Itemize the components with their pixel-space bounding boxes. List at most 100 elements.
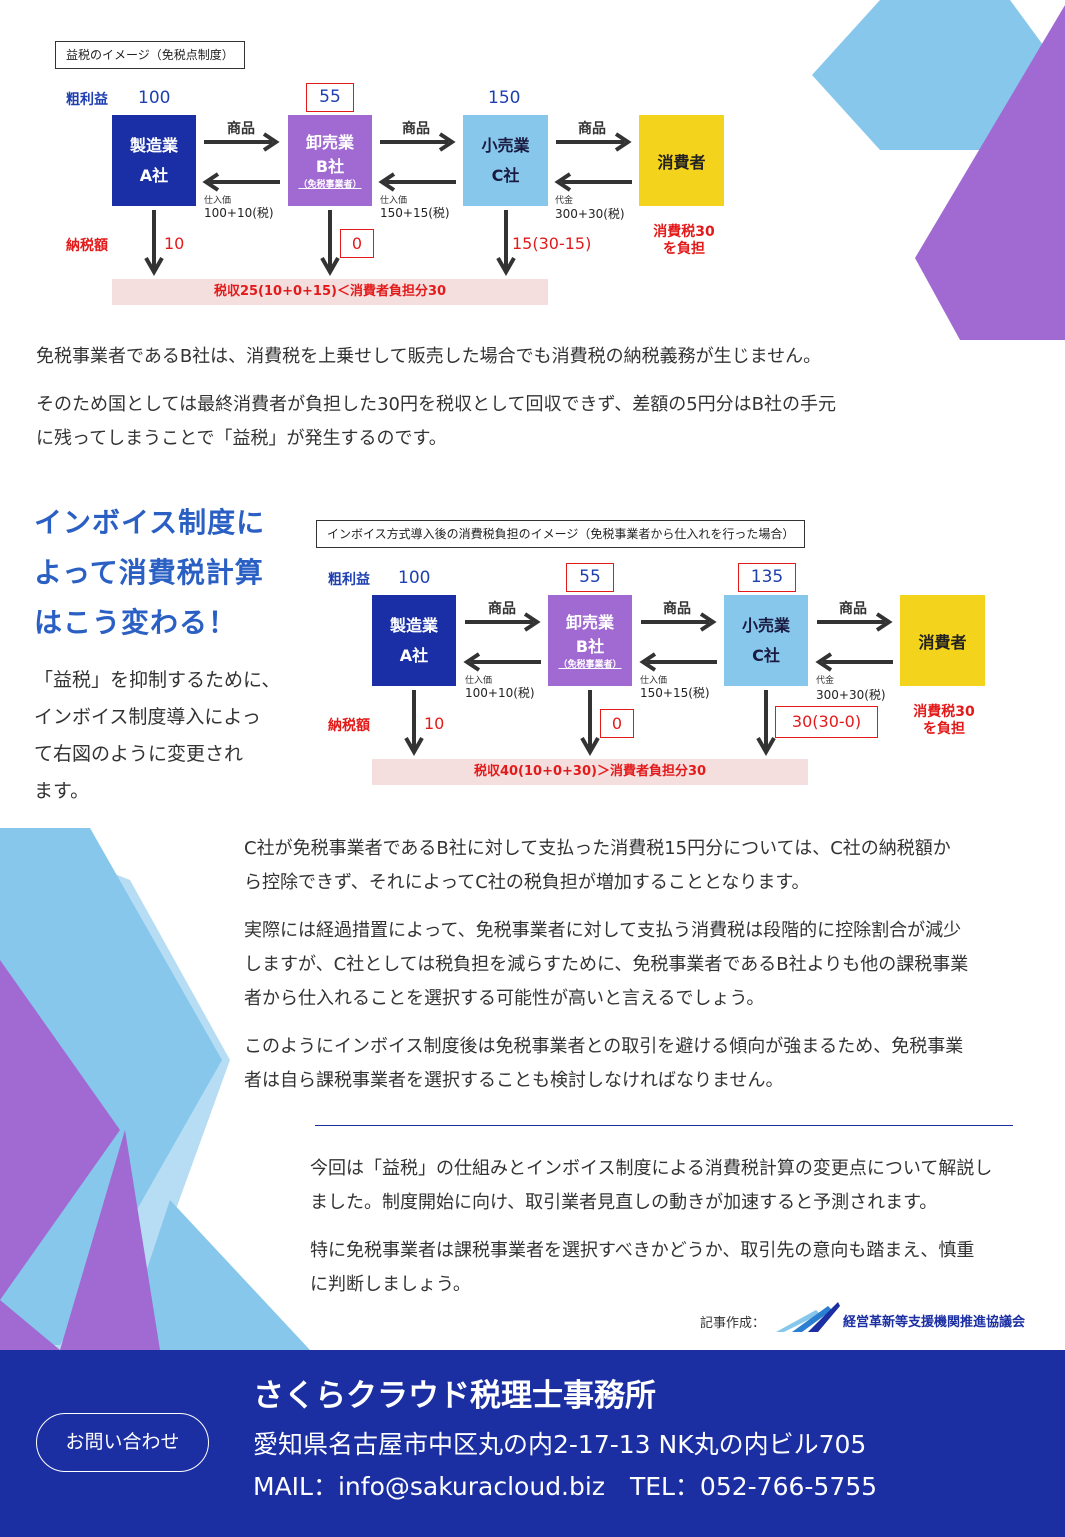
consumer-tax-line2: を負担 xyxy=(923,721,965,737)
office-contact: MAIL：info@sakuracloud.biz TEL：052-766-57… xyxy=(253,1472,878,1501)
box-line1: 消費者 xyxy=(657,152,706,172)
purchase-small: 仕入価 xyxy=(204,196,232,206)
consumer-tax: 消費税30 を負担 xyxy=(906,704,982,738)
tax-value-c: 15(30-15) xyxy=(512,234,592,253)
side-text: 「益税」を抑制するために、 インボイス制度導入によっ て右図のように変更され ま… xyxy=(34,662,304,810)
consumer-tax-line1: 消費税30 xyxy=(653,224,715,240)
box-line1: 製造業 xyxy=(389,615,438,635)
box-line2: A社 xyxy=(139,165,169,185)
goods-label: 商品 xyxy=(227,121,255,137)
consumer-tax-line1: 消費税30 xyxy=(913,704,975,720)
tax-value-b: 0 xyxy=(340,229,374,258)
text-line: 今回は「益税」の仕組みとインボイス制度による消費税計算の変更点について解説し xyxy=(310,1158,993,1179)
box-line1: 小売業 xyxy=(481,135,530,155)
box-manufacturer: 製造業 A社 xyxy=(372,595,456,686)
tax-value-b: 0 xyxy=(600,709,634,738)
text-line: ら控除できず、それによってC社の税負担が増加することとなります。 xyxy=(244,872,810,893)
diagram1-caption: 益税のイメージ（免税点制度） xyxy=(55,41,245,69)
box-retailer: 小売業 C社 xyxy=(463,115,548,206)
tax-revenue-banner: 税収40(10+0+30)＞消費者負担分30 xyxy=(372,759,808,785)
text-line: インボイス制度導入によっ xyxy=(34,706,261,728)
purchase-small: 仕入価 xyxy=(380,196,408,206)
goods-label: 商品 xyxy=(839,601,867,617)
consumer-tax-line2: を負担 xyxy=(663,241,705,257)
text-line: このようにインボイス制度後は免税事業者との取引を避ける傾向が強まるため、免税事業 xyxy=(244,1036,964,1057)
box-line1: 小売業 xyxy=(741,615,790,635)
purchase-small: 代金 xyxy=(816,676,835,686)
goods-label: 商品 xyxy=(663,601,691,617)
tax-value-a: 10 xyxy=(424,714,445,733)
box-line1: 消費者 xyxy=(918,632,967,652)
purchase-amount: 150+15(税) xyxy=(380,206,450,220)
explanation-paragraph: C社が免税事業者であるB社に対して支払った消費税15円分については、C社の納税額… xyxy=(244,832,1034,1098)
box-line2: A社 xyxy=(399,645,429,665)
box-line2: C社 xyxy=(752,645,780,665)
tax-label: 納税額 xyxy=(328,718,370,734)
box-line2: B社 xyxy=(315,156,345,176)
diagram2-arrows xyxy=(404,612,893,757)
text-line: 者は自ら課税事業者を選択することも検討しなければなりません。 xyxy=(244,1070,784,1091)
text-line: て右図のように変更され xyxy=(34,743,244,765)
text-line: ました。制度開始に向け、取引業者見直しの動きが加速すると予測されます。 xyxy=(310,1192,938,1213)
tax-value-c: 30(30-0) xyxy=(775,706,878,738)
text-line: に残ってしまうことで「益税」が発生するのです。 xyxy=(36,428,447,449)
heading-line: よって消費税計算 xyxy=(34,556,264,589)
credit-logo-icon xyxy=(776,1302,840,1332)
heading-line: はこう変わる！ xyxy=(34,606,238,639)
heading-line: インボイス制度に xyxy=(34,506,266,539)
purchase-amount: 300+30(税) xyxy=(816,688,886,702)
purchase-amount: 100+10(税) xyxy=(465,686,535,700)
credit-label: 記事作成： xyxy=(700,1316,766,1331)
goods-label: 商品 xyxy=(488,601,516,617)
text-line: しますが、C社としては税負担を減らすために、免税事業者であるB社よりも他の課税事… xyxy=(244,954,969,975)
gross-profit-label: 粗利益 xyxy=(328,572,370,588)
purchase-amount: 300+30(税) xyxy=(555,207,625,221)
gross-profit-b: 55 xyxy=(566,563,614,592)
gross-profit-a: 100 xyxy=(398,568,431,588)
goods-label: 商品 xyxy=(402,121,430,137)
divider xyxy=(315,1125,1013,1126)
goods-label: 商品 xyxy=(578,121,606,137)
purchase-small: 仕入価 xyxy=(640,676,668,686)
box-note: （免税事業者） xyxy=(558,659,622,670)
box-line1: 卸売業 xyxy=(305,132,354,152)
tax-revenue-banner: 税収25(10+0+15)＜消費者負担分30 xyxy=(112,279,548,305)
text-line: ます。 xyxy=(34,780,90,802)
box-wholesaler: 卸売業 B社 （免税事業者） xyxy=(288,115,372,206)
office-name: さくらクラウド税理士事務所 xyxy=(253,1378,656,1414)
text-line: C社が免税事業者であるB社に対して支払った消費税15円分については、C社の納税額… xyxy=(244,838,951,859)
box-note: （免税事業者） xyxy=(298,179,362,190)
tax-label: 納税額 xyxy=(66,238,108,254)
intro-paragraph: 免税事業者であるB社は、消費税を上乗せして販売した場合でも消費税の納税義務が生じ… xyxy=(36,340,916,456)
box-consumer: 消費者 xyxy=(639,115,724,206)
gross-profit-b: 55 xyxy=(306,83,354,112)
purchase-amount: 100+10(税) xyxy=(204,206,274,220)
box-retailer: 小売業 C社 xyxy=(724,595,808,686)
box-line1: 卸売業 xyxy=(565,612,614,632)
box-line2: C社 xyxy=(491,165,520,185)
gross-profit-c: 150 xyxy=(488,88,521,108)
text-line: に判断しましょう。 xyxy=(310,1274,471,1295)
credit-org: 経営革新等支援機関推進協議会 xyxy=(843,1315,1026,1330)
gross-profit-a: 100 xyxy=(138,88,171,108)
text-line: 特に免税事業者は課税事業者を選択すべきかどうか、取引先の意向も踏まえ、慎重 xyxy=(310,1240,975,1261)
box-line2: B社 xyxy=(575,636,605,656)
text-line: 免税事業者であるB社は、消費税を上乗せして販売した場合でも消費税の納税義務が生じ… xyxy=(36,346,822,367)
summary-paragraph: 今回は「益税」の仕組みとインボイス制度による消費税計算の変更点について解説し ま… xyxy=(310,1152,1040,1302)
diagram1-arrows xyxy=(144,132,632,277)
gross-profit-c: 135 xyxy=(738,563,796,592)
box-manufacturer: 製造業 A社 xyxy=(112,115,196,206)
text-line: 「益税」を抑制するために、 xyxy=(34,669,281,691)
text-line: そのため国としては最終消費者が負担した30円を税収として回収できず、差額の5円分… xyxy=(36,394,837,415)
text-line: 者から仕入れることを選択する可能性が高いと言えるでしょう。 xyxy=(244,988,765,1009)
footer: お問い合わせ さくらクラウド税理士事務所 愛知県名古屋市中区丸の内2-17-13… xyxy=(0,1350,1065,1537)
text-line: 実際には経過措置によって、免税事業者に対して支払う消費税は段階的に控除割合が減少 xyxy=(244,920,962,941)
purchase-small: 仕入価 xyxy=(465,676,493,686)
office-address: 愛知県名古屋市中区丸の内2-17-13 NK丸の内ビル705 xyxy=(253,1430,867,1459)
contact-button[interactable]: お問い合わせ xyxy=(36,1413,209,1472)
box-line1: 製造業 xyxy=(129,135,178,155)
box-consumer: 消費者 xyxy=(900,595,985,686)
purchase-amount: 150+15(税) xyxy=(640,686,710,700)
consumer-tax: 消費税30 を負担 xyxy=(646,224,722,258)
gross-profit-label: 粗利益 xyxy=(66,92,108,108)
